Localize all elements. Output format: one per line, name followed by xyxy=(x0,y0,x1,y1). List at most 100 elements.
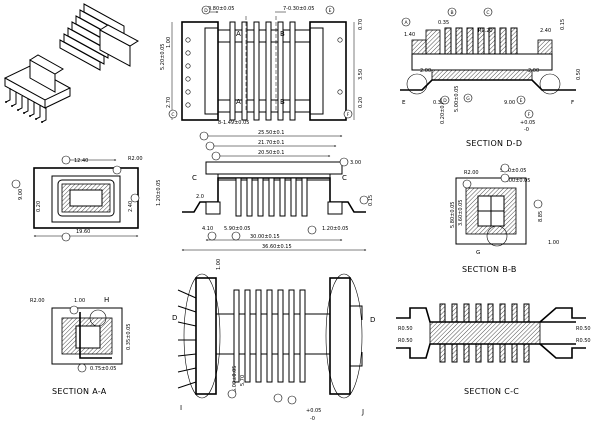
bottom-dim-100: 1.00 xyxy=(216,259,222,270)
section-aa-title: SECTION A-A xyxy=(52,387,107,396)
dim-top-left: 0.80±0.05 xyxy=(208,6,234,12)
front-dim-36: 36.60±0.15 xyxy=(262,244,292,250)
section-b-label-bottom: B xyxy=(280,98,285,106)
section-dd-title: SECTION D-D xyxy=(466,139,522,148)
bottom-label-d-left: D xyxy=(172,314,177,322)
dd-marker-4: E xyxy=(520,98,523,104)
section-a-label-bottom: A xyxy=(236,98,241,106)
dd-dim-9: 0.50 xyxy=(576,69,582,80)
front-dim-120: 1.20±0.05 xyxy=(322,226,348,232)
cc-r-left-bot: R0.50 xyxy=(398,338,413,344)
aa-dim-035: 0.35±0.05 xyxy=(126,324,132,350)
aa-label-h: H xyxy=(104,296,109,304)
dim-j: 2.70 xyxy=(166,97,172,108)
bb-dim-500: 5.00±0.05 xyxy=(504,178,530,184)
dd-dim-7: 2.00 xyxy=(420,68,431,74)
front-dim-015: 0.15 xyxy=(368,195,374,206)
end-dim-r2: R2.00 xyxy=(128,156,143,162)
dd-dim-10: 5.00±0.05 xyxy=(454,86,460,112)
section-cc-title: SECTION C-C xyxy=(464,387,519,396)
dd-marker-3: D xyxy=(443,98,447,104)
marker-top-3: F xyxy=(347,112,350,118)
end-dim-900: 9.00 xyxy=(18,189,24,200)
dd-dim-8: 2.00 xyxy=(528,68,539,74)
bottom-label-j: J xyxy=(361,408,364,416)
front-dim-20: 20.50±0.1 xyxy=(258,150,284,156)
dim-h: 0.70 xyxy=(358,19,364,30)
dd-dim-11: 0.20±0.05 xyxy=(440,98,446,124)
bb-dim-360: 3.60±0.05 xyxy=(458,200,464,226)
end-dim-1240: 12.40 xyxy=(74,158,88,164)
marker-top-2: E xyxy=(329,8,332,14)
section-bb-view: R2.00 5.70±0.05 5.00±0.05 8.85 1.00 5.80… xyxy=(450,163,559,274)
end-view: 12.40 R2.00 19.60 9.00 0.20 2.40 1.20±0.… xyxy=(11,155,162,242)
bb-dim-850: 8.85 xyxy=(538,211,544,222)
dd-dim-4: 9.00 xyxy=(504,100,515,106)
front-dim-410: 4.10 xyxy=(202,226,213,232)
section-aa-view: R2.00 1.00 0.35±0.05 0.75±0.05 H SECTION… xyxy=(30,296,132,396)
dd-marker-5: F xyxy=(528,112,531,118)
dd-dim-5: 2.40 xyxy=(540,28,551,34)
section-bb-title: SECTION B-B xyxy=(462,265,517,274)
aa-dim-100: 1.00 xyxy=(74,298,85,304)
bb-dim-r2: R2.00 xyxy=(464,170,479,176)
dd-dim-2: 0.35 xyxy=(438,20,449,26)
front-dim-20r: 2.0 xyxy=(196,194,204,200)
bb-label-g: G xyxy=(476,250,480,256)
front-dim-300: 3.00 xyxy=(350,160,361,166)
bottom-dim-500: 5.00±0.05 xyxy=(232,366,238,392)
dd-dim-6: 0.15 xyxy=(560,19,566,30)
dd-dim-14: 0.30 xyxy=(433,100,444,106)
front-c-right: C xyxy=(342,174,347,182)
cc-r-left-top: R0.50 xyxy=(398,326,413,332)
marker-top-1: D xyxy=(204,8,208,14)
end-dim-120: 1.20±0.05 xyxy=(156,180,162,206)
dd-label-f: F xyxy=(571,100,574,106)
isometric-view xyxy=(3,3,139,123)
bb-dim-570: 5.70±0.05 xyxy=(500,168,526,174)
section-dd-view: E F 1.40 0.35 R0.20 2.40 0.15 2.00 2.00 … xyxy=(400,7,582,148)
cc-r-right-bot: R0.50 xyxy=(576,338,591,344)
bottom-dim-570: 5.70 xyxy=(240,375,246,386)
dim-e: 1.00 xyxy=(166,37,172,48)
aa-dim-075: 0.75±0.05 xyxy=(90,366,116,372)
section-cc-view: R0.50 R0.50 R0.50 R0.50 SECTION C-C xyxy=(396,303,591,396)
top-view: A A B B 0.80±0.05 7-0.30±0.05 8-1.49±0.0… xyxy=(160,5,364,126)
marker-top-0: C xyxy=(171,112,174,118)
aa-dim-r2: R2.00 xyxy=(30,298,45,304)
front-dim-590: 5.90±0.05 xyxy=(224,226,250,232)
end-dim-020: 0.20 xyxy=(36,201,42,212)
bb-dim-580: 5.80±0.05 xyxy=(450,202,456,228)
dd-dim-13: -0 xyxy=(524,127,529,133)
dim-top-right: 7-0.30±0.05 xyxy=(283,6,314,12)
front-dim-25: 25.50±0.1 xyxy=(258,130,284,136)
cc-r-right-top: R0.50 xyxy=(576,326,591,332)
section-a-label-top: A xyxy=(236,30,241,38)
bottom-view: 1.00 5.70 5.00±0.05 +0.05 -0 D D I J xyxy=(172,259,375,422)
front-dim-21: 21.70±0.1 xyxy=(258,140,284,146)
bottom-dim-minus: -0 xyxy=(310,416,315,422)
front-view: 25.50±0.1 21.70±0.1 20.50±0.1 3.00 C C 4… xyxy=(181,130,374,251)
dd-marker-0: A xyxy=(404,20,408,26)
dd-marker-1: B xyxy=(450,10,453,16)
bottom-label-d-right: D xyxy=(370,316,375,324)
bb-dim-100: 1.00 xyxy=(548,240,559,246)
dim-f: 5.20±0.05 xyxy=(160,44,166,70)
dim-pitch: 8-1.49±0.05 xyxy=(218,120,249,126)
dd-dim-12: +0.05 xyxy=(520,120,535,126)
dd-marker-2: C xyxy=(486,10,489,16)
dd-dim-1: 1.40 xyxy=(404,32,415,38)
bottom-dim-plus: +0.05 xyxy=(306,408,321,414)
section-b-label-top: B xyxy=(280,30,285,38)
dd-marker-6: G xyxy=(466,96,470,102)
front-dim-30: 30.00±0.15 xyxy=(250,234,280,240)
dim-c: 3.50 xyxy=(358,69,364,80)
dd-label-e: E xyxy=(402,100,406,106)
dd-dim-3: R0.20 xyxy=(478,28,493,34)
front-c-left: C xyxy=(192,174,197,182)
end-dim-1960: 19.60 xyxy=(76,229,90,235)
bottom-label-i: I xyxy=(180,404,182,412)
dim-i: 0.20 xyxy=(358,97,364,108)
end-dim-240: 2.40 xyxy=(128,201,134,212)
